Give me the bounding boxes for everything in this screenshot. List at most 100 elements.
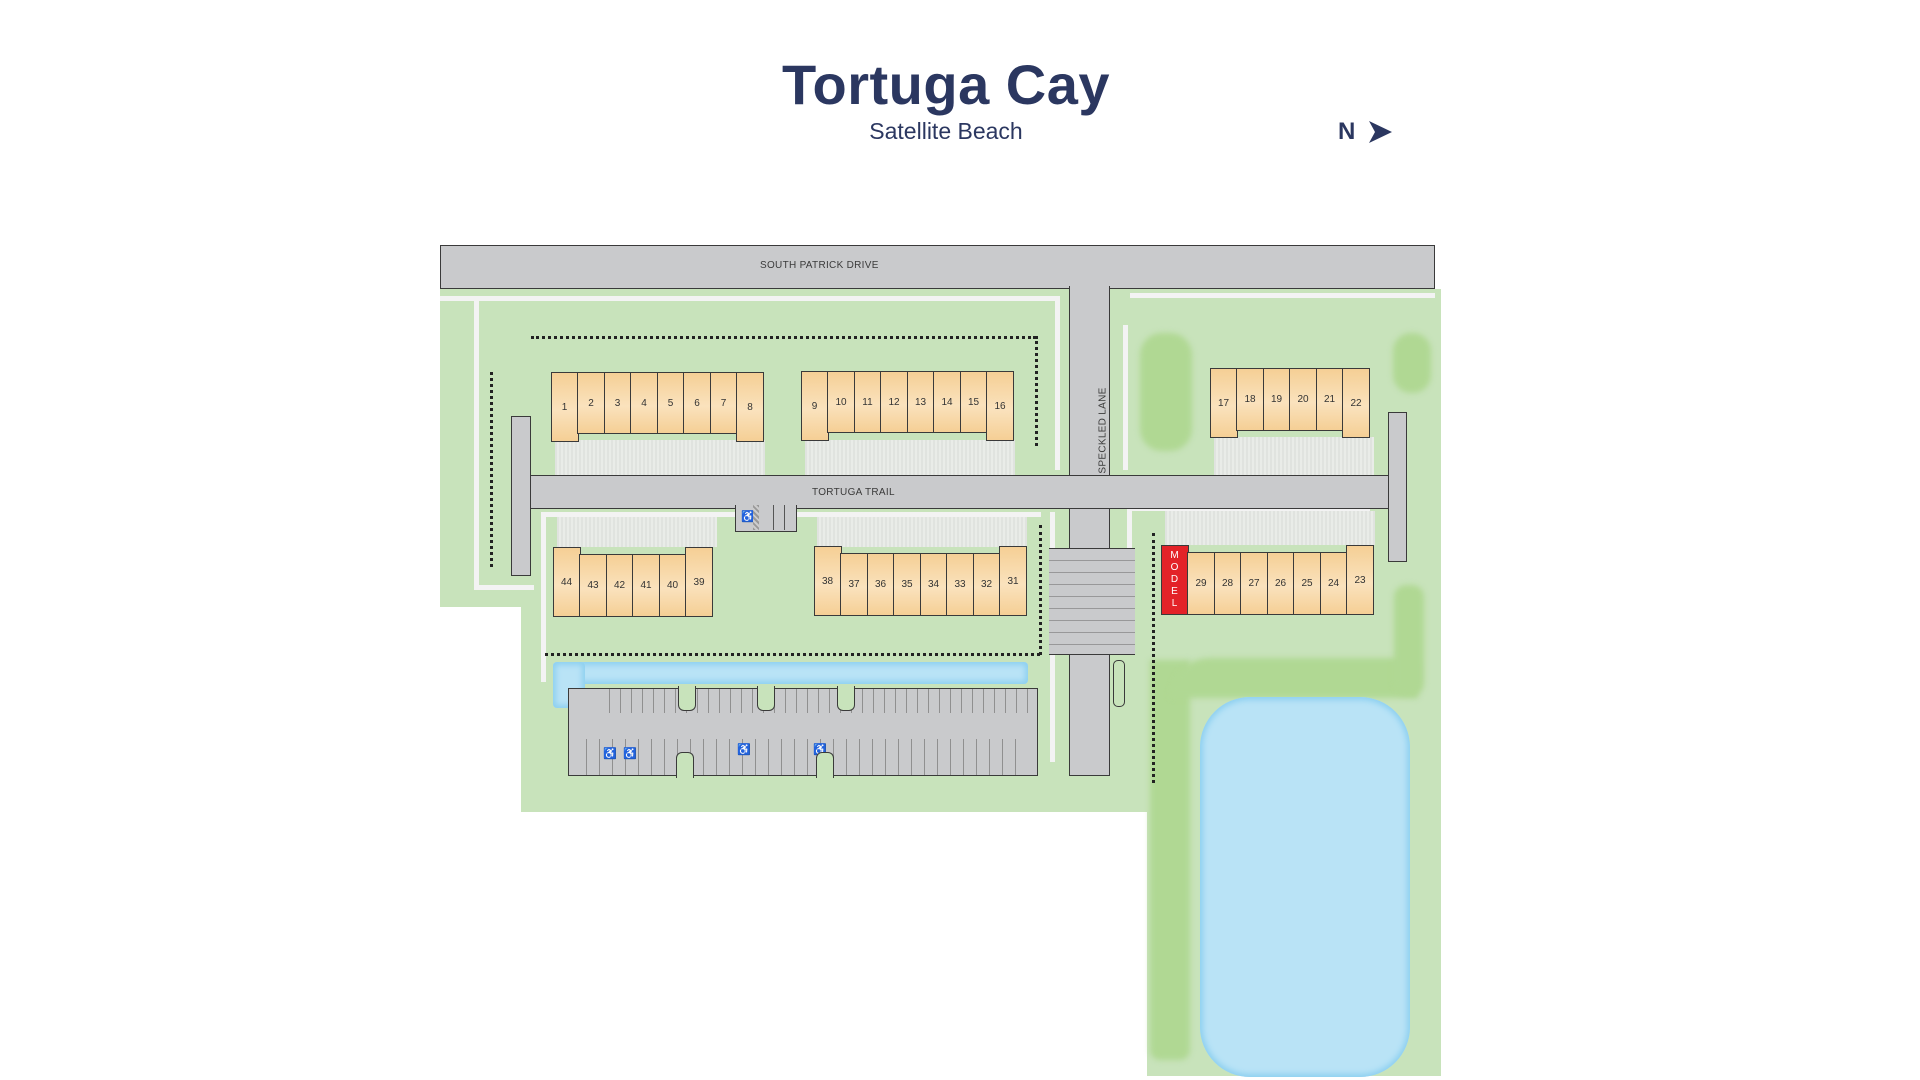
- speckled-lane: [1069, 286, 1110, 776]
- fence-line: [490, 372, 493, 567]
- lot[interactable]: 44: [552, 547, 581, 617]
- driveways: [805, 440, 1015, 476]
- lot[interactable]: 3: [603, 372, 632, 434]
- fence-line: [531, 336, 1036, 339]
- building-row: 9 10 11 12 13 14 15 16: [800, 371, 1014, 441]
- lot[interactable]: 17: [1209, 368, 1238, 438]
- lot[interactable]: 18: [1236, 368, 1264, 431]
- sidewalk: [1123, 325, 1128, 470]
- model-home[interactable]: MODEL: [1160, 545, 1189, 615]
- sidewalk: [474, 585, 534, 590]
- lot[interactable]: 31: [999, 546, 1027, 616]
- lot[interactable]: 38: [813, 546, 842, 616]
- lot[interactable]: 34: [919, 553, 948, 616]
- building-row: MODEL 29 28 27 26 25 24 23: [1160, 545, 1374, 615]
- sidewalk: [474, 300, 479, 590]
- landscape-swale: [1150, 660, 1190, 1060]
- driveways: [555, 440, 765, 476]
- tortuga-trail: [511, 475, 1407, 509]
- lot[interactable]: 13: [906, 371, 935, 433]
- parking-lot: ♿ ♿ ♿ ♿: [568, 688, 1038, 776]
- landscape-swale: [1394, 585, 1424, 695]
- landscape-area: [1140, 333, 1192, 451]
- lot[interactable]: 21: [1315, 368, 1344, 431]
- sidewalk: [1130, 293, 1435, 298]
- lot[interactable]: 11: [853, 371, 882, 433]
- lot[interactable]: 41: [632, 554, 660, 617]
- fence-line: [1035, 336, 1038, 446]
- lot[interactable]: 5: [656, 372, 685, 434]
- driveways: [557, 517, 717, 547]
- parking-island: [757, 686, 775, 711]
- sidewalk: [440, 296, 1060, 301]
- community-title: Tortuga Cay: [781, 53, 1111, 116]
- wheelchair-icon: ♿: [737, 744, 751, 756]
- lot[interactable]: 33: [946, 553, 974, 616]
- lot[interactable]: 42: [605, 554, 634, 617]
- fence-line: [545, 653, 1040, 656]
- parking-stalls: [1049, 548, 1135, 655]
- building-row: 44 43 42 41 40 39: [552, 547, 713, 617]
- lot[interactable]: 28: [1213, 552, 1242, 615]
- lot[interactable]: 37: [840, 553, 868, 616]
- street-label: SPECKLED LANE: [1097, 387, 1109, 474]
- lot[interactable]: 26: [1266, 552, 1295, 615]
- lot[interactable]: 4: [630, 372, 658, 434]
- compass-label: N: [1338, 118, 1356, 145]
- lot[interactable]: 9: [800, 371, 829, 441]
- road-median: [1113, 660, 1125, 707]
- lot[interactable]: 2: [577, 372, 605, 434]
- retention-pond-large: [1200, 697, 1410, 1077]
- lot[interactable]: 12: [880, 371, 908, 433]
- lot[interactable]: 10: [827, 371, 855, 433]
- lot[interactable]: 29: [1187, 552, 1215, 615]
- parking-island: [676, 752, 694, 778]
- lot[interactable]: 39: [685, 547, 713, 617]
- lot[interactable]: 25: [1293, 552, 1321, 615]
- driveways: [1214, 437, 1374, 475]
- community-location: Satellite Beach: [869, 118, 1023, 144]
- wheelchair-icon: ♿: [603, 748, 617, 760]
- lot[interactable]: 8: [736, 372, 764, 442]
- building-row: 38 37 36 35 34 33 32 31: [813, 546, 1027, 616]
- lot[interactable]: 20: [1289, 368, 1317, 431]
- north-arrow-icon: [1369, 121, 1393, 143]
- lot[interactable]: 1: [550, 372, 579, 442]
- road-stub-west: [511, 416, 531, 576]
- street-label: TORTUGA TRAIL: [812, 487, 895, 498]
- lot[interactable]: 24: [1319, 552, 1348, 615]
- lot[interactable]: 40: [658, 554, 687, 617]
- lot[interactable]: 22: [1342, 368, 1370, 438]
- parking-bay: ♿: [735, 505, 797, 532]
- retention-pond-small: [553, 662, 1028, 684]
- lot[interactable]: 15: [959, 371, 988, 433]
- sidewalk: [541, 512, 546, 682]
- parking-island: [837, 686, 855, 711]
- lot[interactable]: 7: [709, 372, 738, 434]
- road-stub-east: [1388, 412, 1407, 562]
- driveways: [817, 517, 1027, 547]
- driveways: [1165, 511, 1375, 545]
- lot[interactable]: 6: [683, 372, 711, 434]
- parking-island: [678, 686, 696, 711]
- fence-line: [1152, 533, 1155, 783]
- sidewalk: [1055, 300, 1060, 470]
- lot[interactable]: 35: [893, 553, 921, 616]
- fence-line: [1039, 525, 1042, 655]
- street-label: SOUTH PATRICK DRIVE: [760, 260, 879, 271]
- lot[interactable]: 32: [972, 553, 1001, 616]
- building-row: 1 2 3 4 5 6 7 8: [550, 372, 764, 442]
- building-row: 17 18 19 20 21 22: [1209, 368, 1370, 438]
- wheelchair-icon: ♿: [741, 511, 755, 523]
- compass: N: [1338, 118, 1393, 146]
- lot[interactable]: 19: [1262, 368, 1291, 431]
- lot[interactable]: 23: [1346, 545, 1374, 615]
- lot[interactable]: 16: [986, 371, 1014, 441]
- lot[interactable]: 14: [933, 371, 961, 433]
- lot[interactable]: 27: [1240, 552, 1268, 615]
- lot[interactable]: 36: [866, 553, 895, 616]
- south-patrick-drive: [440, 245, 1435, 289]
- wheelchair-icon: ♿: [623, 748, 637, 760]
- lot[interactable]: 43: [579, 554, 607, 617]
